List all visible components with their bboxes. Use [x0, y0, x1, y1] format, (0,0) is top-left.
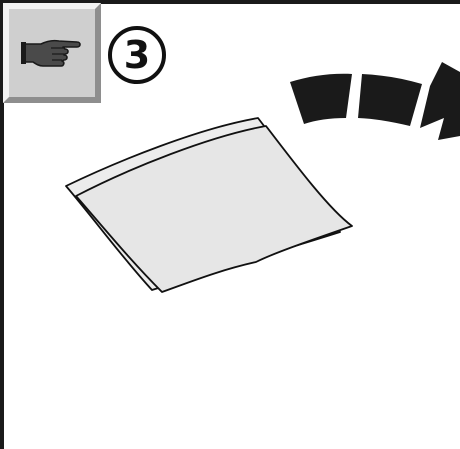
rotation-arrow-segment-1 [290, 74, 352, 124]
rotation-arrow-head [420, 62, 460, 140]
rotation-arrow-segment-2 [358, 74, 422, 126]
front-sheet [76, 126, 352, 292]
